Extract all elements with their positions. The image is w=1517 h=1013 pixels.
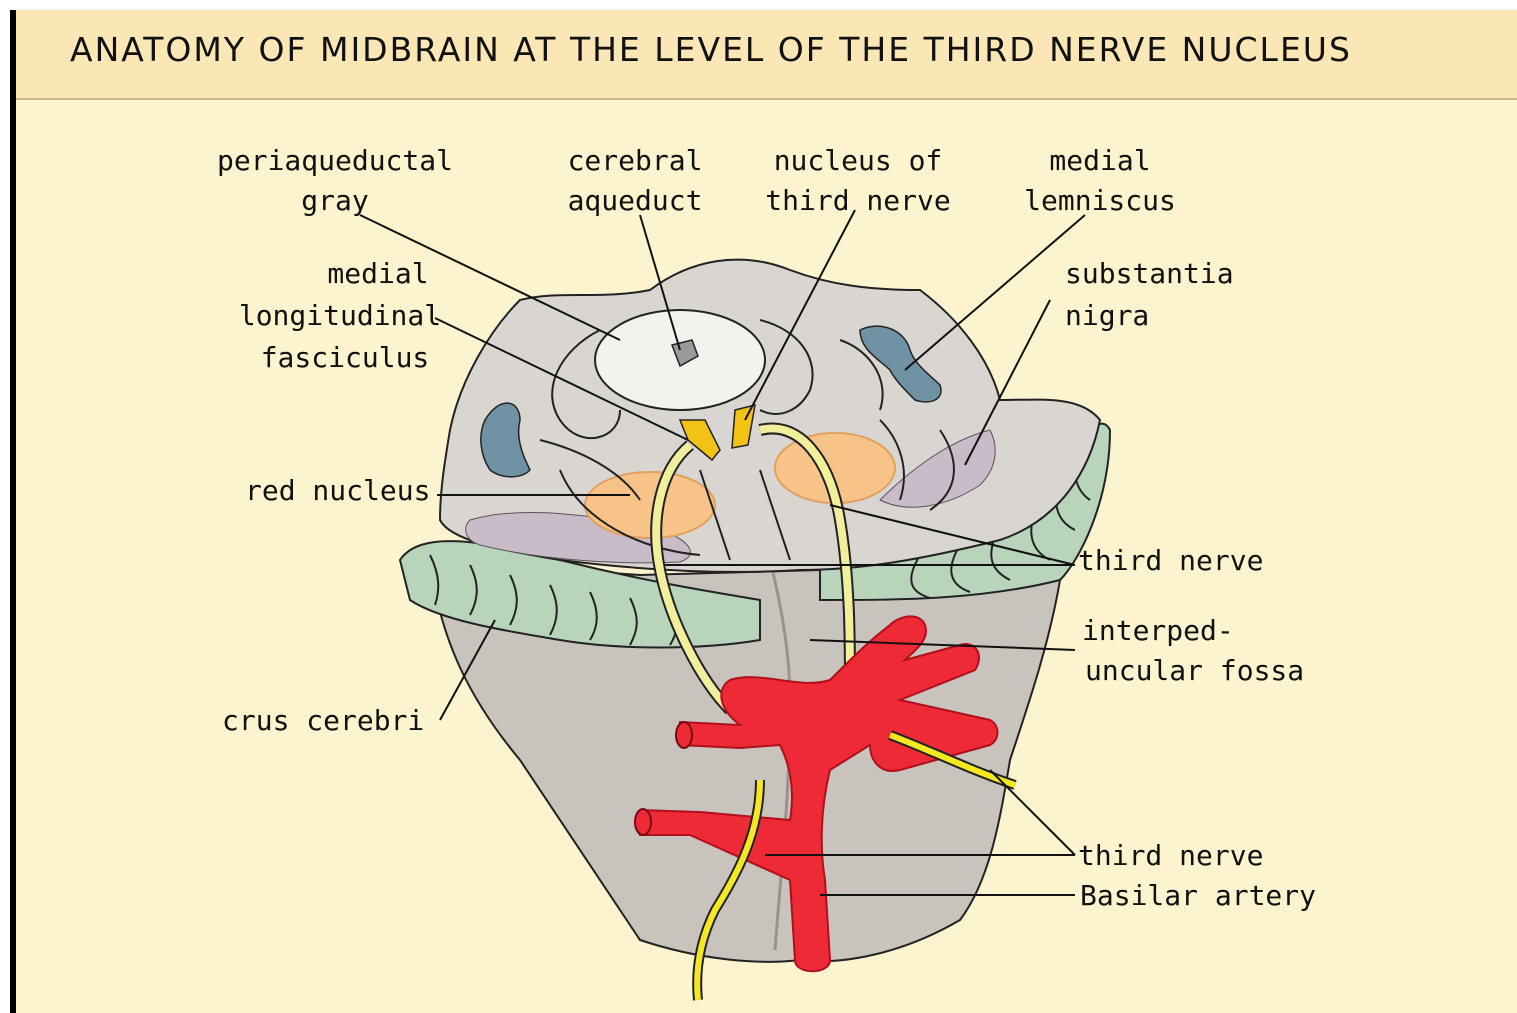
label-interpeduncular-line2: uncular fossa [1085,654,1304,687]
label-crus-cerebri: crus cerebri [222,704,424,737]
red-nucleus-left [585,472,715,538]
label-red-nucleus: red nucleus [245,474,430,507]
label-medial-lemniscus-line1: medial [1049,144,1150,177]
label-cerebral-aqueduct-line1: cerebral [568,144,703,177]
label-substantia-nigra-line1: substantia [1065,257,1234,290]
label-basilar-artery: Basilar artery [1080,879,1316,912]
label-mlf-line3: fasciculus [261,341,430,374]
label-medial-lemniscus-line2: lemniscus [1024,184,1176,217]
label-periaqueductal-gray-line1: periaqueductal [217,144,453,177]
label-mlf-line2: longitudinal [239,299,441,332]
label-cerebral-aqueduct-line2: aqueduct [568,184,703,217]
label-periaqueductal-gray-line2: gray [301,184,368,217]
label-third-nerve-upper: third nerve [1078,544,1263,577]
label-mlf-line1: medial [327,257,428,290]
label-nucleus-third-nerve-line2: third nerve [765,184,950,217]
label-nucleus-third-nerve-line1: nucleus of [774,144,943,177]
artery-cut-end-lower [635,809,651,835]
label-substantia-nigra-line2: nigra [1065,299,1149,332]
artery-cut-end-upper [676,722,692,748]
label-third-nerve-lower: third nerve [1078,839,1263,872]
label-interpeduncular-line1: interped- [1082,614,1234,647]
